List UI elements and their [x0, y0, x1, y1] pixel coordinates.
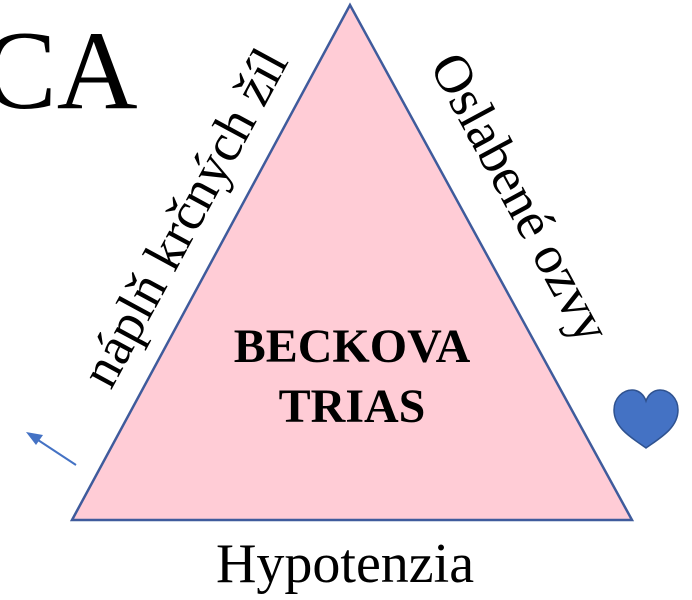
center-title-line2: TRIAS	[279, 380, 426, 433]
center-title-line1: BECKOVA	[234, 320, 471, 373]
partial-heading: CA	[0, 9, 138, 133]
heart-icon	[613, 389, 679, 449]
arrow-up-left-icon	[26, 432, 77, 466]
triangle-shape	[69, 2, 635, 522]
bottom-label: Hypotenzia	[216, 533, 474, 595]
